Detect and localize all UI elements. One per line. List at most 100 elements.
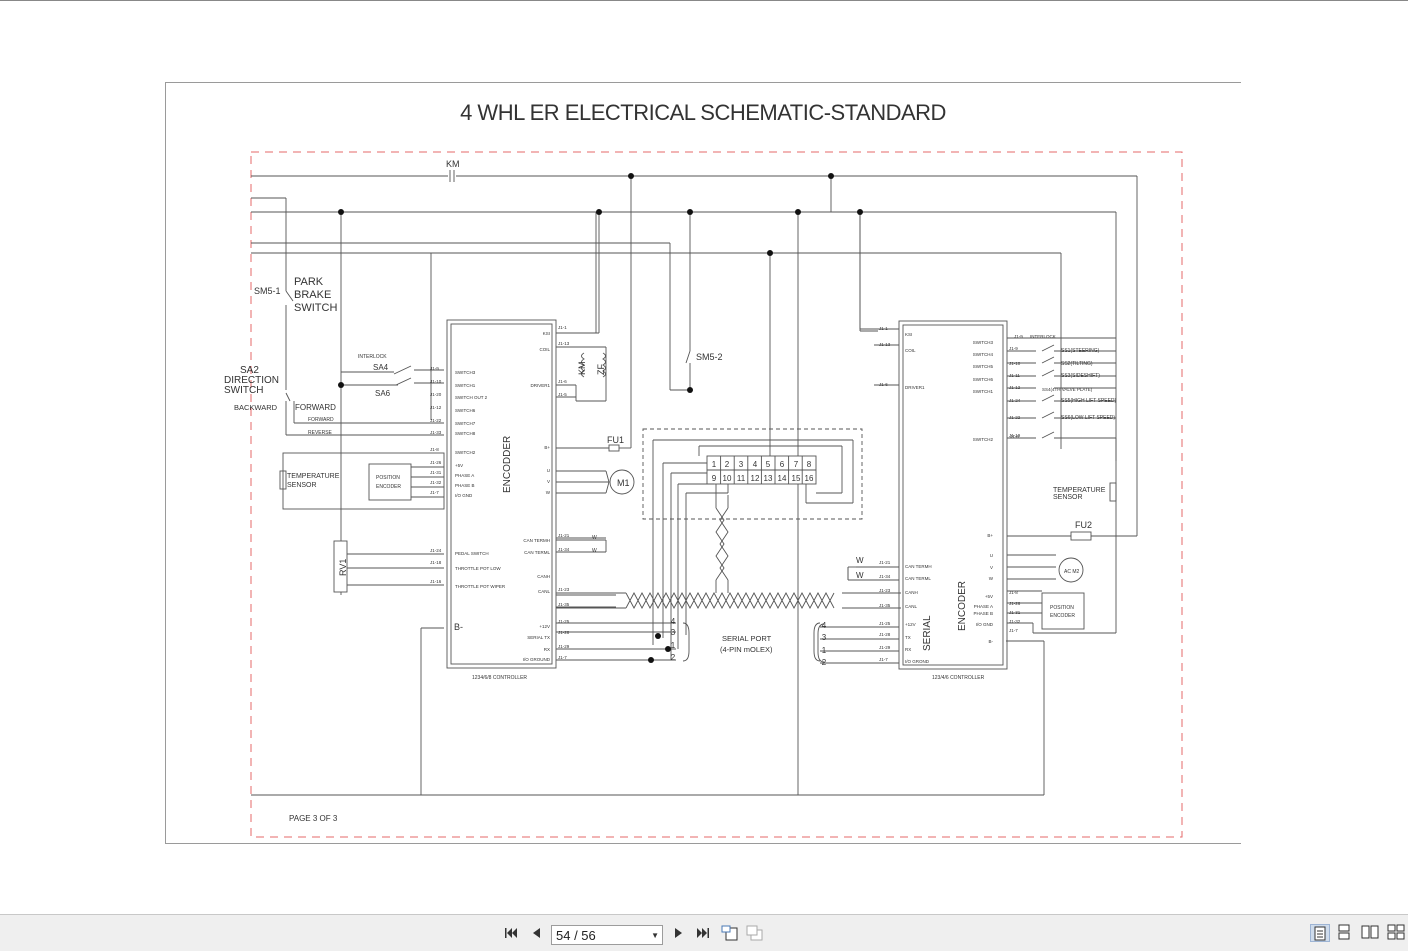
lc-pin-right-0: KSI	[543, 331, 550, 336]
temp-sensor-left-1: TEMPERATURE	[287, 473, 340, 480]
first-page-button[interactable]	[501, 923, 521, 943]
lc-pin-right-10: CANL	[538, 589, 551, 594]
continuous-view-button[interactable]	[1335, 924, 1355, 942]
ss3-label: SS3(SIDESHIFT)	[1061, 373, 1100, 379]
acm2-label: AC M2	[1064, 569, 1080, 575]
fu1-label: FU1	[607, 435, 624, 445]
right-controller-caption: 123/4/6 CONTROLLER	[932, 675, 985, 681]
acm2-motor	[1058, 557, 1084, 583]
connector-bot-num-6: 15	[792, 474, 801, 483]
rc-j-right-2: J1-11	[1009, 373, 1020, 378]
m1-label: M1	[617, 478, 630, 488]
right-controller-serial: SERIAL	[922, 615, 933, 651]
last-page-icon	[697, 928, 709, 938]
connector-bot-num-7: 16	[805, 474, 814, 483]
lc-pin-left-10: I/O GND	[455, 493, 473, 498]
serial-num-right-3: 2	[822, 658, 827, 667]
serial-port-label-2: (4-PIN mOLEX)	[720, 645, 773, 654]
continuous-page-icon	[1338, 924, 1350, 940]
next-page-button[interactable]	[669, 923, 689, 943]
lc-pin-right-1: COIL	[539, 347, 550, 352]
connector-top-num-3: 4	[753, 460, 758, 469]
rc-pin-left-6: CANL	[905, 604, 918, 609]
rc-pin-left-1: COIL	[905, 348, 916, 353]
left-controller-caption: 1234/6/8 CONTROLLER	[472, 675, 527, 681]
rc-pin-right-7: U	[990, 553, 993, 558]
lc-j-right-4: J1-21	[558, 533, 570, 538]
rotate-view-button[interactable]	[720, 923, 740, 943]
lc-j-right-5: J1-34	[558, 547, 570, 552]
lc-j-right-3: J1-5	[558, 392, 567, 397]
lc-pin-left-1: SWITCH1	[455, 383, 476, 388]
junction-dots	[338, 173, 863, 663]
connector-top-num-5: 6	[780, 460, 785, 469]
page-number-input[interactable]: 54 / 56 ▼	[551, 925, 663, 945]
km-label: KM	[446, 159, 460, 169]
rc-j-right-1: J1-10	[1009, 361, 1021, 366]
lc-pin-right-11: +12V	[539, 624, 550, 629]
left-controller-name: ENCODDER	[502, 436, 513, 493]
forward-label: FORWARD	[295, 403, 336, 412]
lc-j-left-12: J1-18	[430, 560, 442, 565]
rc-j-right-4: J1-24	[1009, 398, 1021, 403]
serial-port-label-1: SERIAL PORT	[722, 634, 772, 643]
rc-j-right-5: J1-22	[1009, 415, 1021, 420]
connector-top-num-4: 5	[766, 460, 771, 469]
last-page-button[interactable]	[693, 923, 713, 943]
lc-pin-left-0: SWITCH3	[455, 370, 476, 375]
lc-j-left-13: J1-16	[430, 579, 442, 584]
connector-top-num-6: 7	[794, 460, 799, 469]
j16-right-label: J1-6	[1010, 434, 1019, 439]
rc-j-left-3: J1-21	[879, 560, 891, 565]
lc-j-left-1: J1-10	[430, 379, 442, 384]
rc-pin-right-1: SWITCH4	[973, 352, 994, 357]
lc-j-left-10: J1-7	[430, 490, 439, 495]
rc-pin-right-6: B+	[987, 533, 993, 538]
lc-j-left-7: J1-26	[430, 460, 442, 465]
prev-page-button[interactable]	[526, 923, 546, 943]
single-page-icon	[1314, 926, 1326, 941]
connector-top-num-0: 1	[712, 460, 717, 469]
document-page: 4 WHL ER ELECTRICAL SCHEMATIC-STANDARD	[165, 82, 1241, 844]
sa6-label: SA6	[375, 389, 391, 398]
rc-pin-right-10: +5V	[985, 594, 993, 599]
rc-pin-left-0: KSI	[905, 332, 912, 337]
facing-view-button[interactable]	[1361, 924, 1381, 942]
single-page-view-button[interactable]	[1310, 924, 1330, 942]
park-label-3: SWITCH	[294, 302, 337, 314]
copy-view-button[interactable]	[745, 923, 765, 943]
rc-pin-right-13: I/O GND	[976, 622, 994, 627]
left-controller-jl: J1-9J1-10J1-20J1-12J1-22J1-33J1-8J1-26J1…	[430, 366, 442, 584]
rc-pin-right-2: SWITCH5	[973, 364, 994, 369]
lc-j-left-6: J1-8	[430, 447, 439, 452]
serial-num-left-3: 2	[671, 653, 676, 662]
continuous-facing-view-button[interactable]	[1387, 924, 1407, 942]
temp-sensor-right-1: TEMPERATURE	[1053, 487, 1106, 494]
connector-bot-num-5: 14	[778, 474, 787, 483]
fu1-fuse	[608, 444, 620, 452]
lc-pin-right-12: SERIAL TX	[527, 635, 550, 640]
lc-j-left-9: J1-32	[430, 480, 442, 485]
rc-pin-right-5: SWITCH2	[973, 437, 994, 442]
connector-bot-num-2: 11	[737, 474, 746, 483]
serial-num-right-2: 1	[822, 646, 827, 655]
rc-pin-left-5: CANH	[905, 590, 918, 595]
j19-right-label: J1-9	[1014, 334, 1023, 339]
temp-sensor-left-2: SENSOR	[287, 482, 317, 489]
wiring	[251, 170, 1138, 796]
position-encoder-left-1: POSITION	[376, 475, 400, 481]
page-layout-icon	[721, 925, 738, 941]
lc-pin-left-4: SWITCH7	[455, 421, 476, 426]
connector-top-num-1: 2	[725, 460, 730, 469]
lc-j-left-2: J1-20	[430, 392, 442, 397]
lc-pin-left-3: SWITCH6	[455, 408, 476, 413]
serial-num-right-1: 3	[822, 633, 827, 642]
m1-motor	[609, 469, 635, 495]
lc-j-right-2: J1-6	[558, 379, 567, 384]
connector-bot-num-4: 13	[764, 474, 773, 483]
window-top-border	[0, 0, 1408, 1]
lc-j-right-1: J1-13	[558, 341, 570, 346]
serial-num-left-0: 4	[671, 617, 676, 626]
lc-j-right-9: J1-28	[558, 630, 570, 635]
